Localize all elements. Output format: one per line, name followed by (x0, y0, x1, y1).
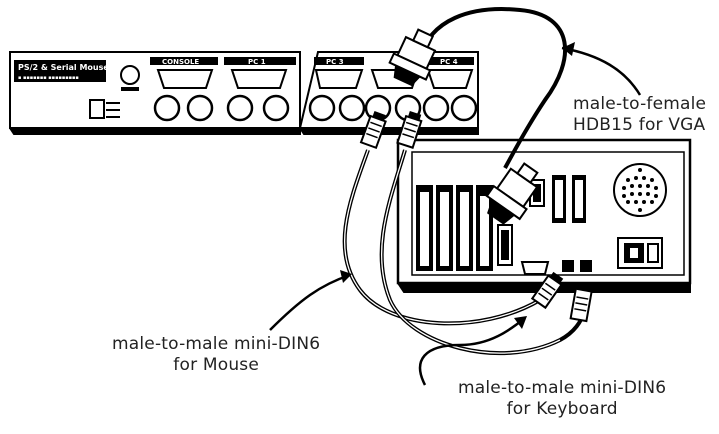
keyboard-cable (379, 111, 593, 355)
pc1-keyboard-port (262, 94, 290, 122)
lock-knob (120, 65, 140, 85)
mouse-label-arrow (269, 270, 352, 331)
keyboard-cable-label-line2: for Keyboard (506, 399, 618, 419)
kvm-switch-panel-left: PS/2 & Serial Mouse ▪ ▪▪▪▪▪▪▪ ▪▪▪▪▪▪▪▪▪ … (9, 51, 301, 135)
port-4-label: PC 4 (440, 58, 458, 66)
pc3-keyboard-port (338, 94, 366, 122)
pc4-mouse-port (422, 94, 450, 122)
mouse-connector-switch-end (359, 111, 387, 150)
panel-subtitle-mark: ▪ ▪▪▪▪▪▪▪ ▪▪▪▪▪▪▪▪▪ (18, 75, 79, 81)
console-mouse-port (153, 94, 181, 122)
console-keyboard-port (186, 94, 214, 122)
computer-keyboard-port (580, 260, 592, 272)
mouse-cable (342, 111, 564, 326)
panel-title: PS/2 & Serial Mouse (18, 63, 109, 72)
pc4-keyboard-port (450, 94, 478, 122)
power-switch (647, 243, 659, 263)
keyboard-connector-computer-end (569, 283, 593, 323)
keyboard-cable-label: male-to-male mini-DIN6 for Keyboard (458, 378, 666, 420)
vga-label-arrow (561, 42, 642, 96)
pc3-vga-port (314, 69, 364, 89)
port-1-label: PC 1 (248, 58, 266, 66)
mouse-cable-label: male-to-male mini-DIN6 for Mouse (112, 334, 320, 376)
pc3-mouse-port (308, 94, 336, 122)
vga-cable-label-line1: male-to-female (573, 94, 707, 114)
kvm-switch-panel-right: PC 3 PC 4 (298, 51, 479, 135)
port-3-label: PC 3 (326, 58, 344, 66)
pc4-vga-port (426, 69, 474, 89)
vga-connector-switch-end (388, 28, 437, 87)
mouse-cable-label-line1: male-to-male mini-DIN6 (112, 334, 321, 354)
mouse-cable-label-line2: for Mouse (173, 355, 260, 375)
pc1-vga-port (230, 69, 288, 89)
computer-mouse-port (562, 260, 574, 272)
keyboard-cable-label-line1: male-to-male mini-DIN6 (458, 378, 667, 398)
dc-power-jack (89, 99, 105, 119)
console-label: CONSOLE (162, 58, 199, 66)
pc1-mouse-port (226, 94, 254, 122)
vga-cable-label: male-to-female HDB15 for VGA (573, 94, 706, 136)
computer-rear-panel (396, 138, 692, 293)
keyboard-label-arrow (418, 316, 527, 386)
keyboard-connector-switch-end (396, 111, 423, 149)
vga-connector-computer-end (485, 162, 539, 225)
computer-vga-port (520, 261, 550, 275)
console-vga-port (156, 69, 214, 89)
vga-cable-label-line2: HDB15 for VGA (573, 115, 706, 135)
mouse-connector-computer-end (530, 271, 564, 310)
fan-grille (613, 163, 667, 217)
vga-cable (388, 7, 567, 225)
